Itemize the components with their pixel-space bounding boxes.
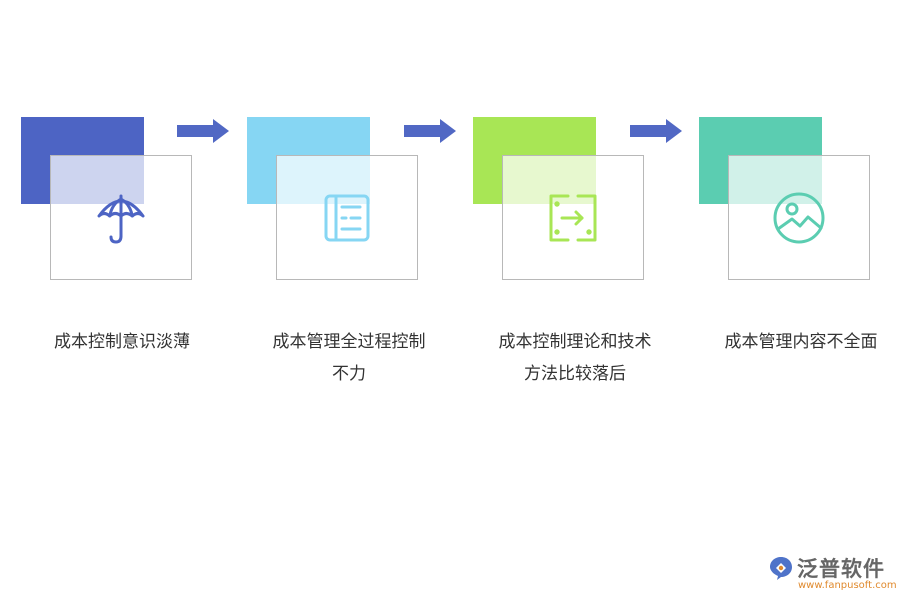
arrow-3-icon	[630, 119, 682, 143]
arrow-2-icon	[404, 119, 456, 143]
logo-mark-icon	[770, 557, 792, 580]
image-icon	[728, 155, 870, 280]
step-1-label: 成本控制意识淡薄	[27, 326, 217, 358]
step-4-label-line1: 成本管理内容不全面	[724, 332, 878, 352]
step-3-label-line1: 成本控制理论和技术	[498, 332, 652, 352]
step-3-label: 成本控制理论和技术 方法比较落后	[480, 326, 670, 390]
logo-url: www.fanpusoft.com	[798, 580, 897, 591]
step-1-label-line1: 成本控制意识淡薄	[54, 332, 190, 352]
step-2-label: 成本管理全过程控制 不力	[254, 326, 444, 390]
arrow-1-icon	[177, 119, 229, 143]
umbrella-icon	[50, 155, 192, 280]
step-2-label-line1: 成本管理全过程控制	[272, 332, 426, 352]
step-3-label-line2: 方法比较落后	[524, 364, 626, 384]
step-1	[21, 117, 196, 282]
step-2	[247, 117, 422, 282]
transfer-arrow-icon	[502, 155, 644, 280]
step-2-label-line2: 不力	[332, 364, 366, 384]
step-3	[473, 117, 648, 282]
step-4-label: 成本管理内容不全面	[706, 326, 896, 358]
list-document-icon	[276, 155, 418, 280]
step-4-card	[728, 155, 870, 280]
brand-logo: 泛普软件 www.fanpusoft.com	[768, 553, 897, 595]
step-4	[699, 117, 874, 282]
logo-name: 泛普软件	[797, 557, 885, 581]
